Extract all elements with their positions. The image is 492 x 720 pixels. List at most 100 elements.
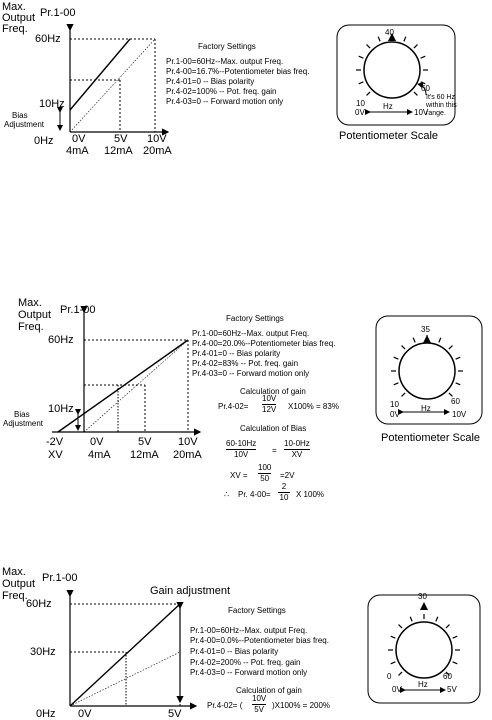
knob-tick [455, 356, 461, 360]
setting-line: Pr.4-03=0 -- Forward motion only [192, 369, 310, 378]
gain-suffix: X100% = 83% [288, 402, 339, 411]
pr400-prefix: Pr. 4-00= [238, 490, 271, 499]
factory-settings-title: Factory Settings [226, 314, 284, 323]
knob-tick [390, 661, 396, 665]
knob-top-label: 35 [421, 325, 430, 334]
gain-den: 12V [262, 405, 277, 414]
gain-adjustment-label: Gain adjustment [150, 585, 231, 597]
knob-tick [452, 635, 458, 639]
y-title-line-2: Output [2, 12, 36, 24]
param-label: Pr.1-00 [42, 572, 78, 584]
knob-3 [367, 594, 481, 704]
knob-tick [403, 36, 407, 42]
knob-unit: Hz [383, 102, 393, 111]
x-tick-12ma: 12mA [104, 145, 133, 157]
calc-gain-title: Calculation of gain [240, 387, 306, 396]
knob-top-label: 30 [418, 592, 427, 601]
x-tick-0v: 0V [78, 708, 92, 720]
knob-vmax: 10V [452, 410, 467, 419]
knob-tick [401, 392, 406, 397]
knob-left-label: 10 [356, 99, 365, 108]
knob-2 [375, 315, 483, 425]
bias-label-1: Bias [12, 111, 28, 120]
x-tick-4ma: 4mA [88, 449, 111, 461]
setting-line: Pr.4-00=20.0%--Potentiometer bias freq. [192, 339, 336, 348]
knob-tick [445, 624, 450, 629]
setting-line: Pr.1-00=60Hz--Max. output Freq. [166, 57, 284, 66]
knob-tick [455, 382, 461, 386]
knob-tick [452, 661, 458, 665]
pr400-suffix: X 100% [296, 490, 325, 499]
gain-suffix: )X100% = 200% [272, 701, 331, 710]
knob-vmax: 10V [414, 108, 429, 117]
knob-right-label: 60 [443, 672, 452, 681]
y-tick-10hz: 10Hz [39, 98, 65, 110]
x-tick-5v: 5V [114, 133, 128, 145]
y-tick-60hz: 60Hz [48, 334, 74, 346]
setting-line: Pr.4-00=0.0%--Potentiometer bias freq. [190, 636, 329, 645]
gain-fraction: 10V 12V [262, 395, 277, 414]
knob-tick [366, 44, 371, 49]
therefore-symbol: ∴ [224, 490, 230, 499]
factory-settings-title: Factory Settings [198, 42, 256, 51]
y-title-line-3: Freq. [18, 321, 44, 333]
bias-f1-den: 10V [234, 450, 249, 459]
graph-3 [66, 590, 198, 710]
knob-vmax: 5V [447, 685, 457, 694]
knob-tick [358, 55, 364, 59]
x-tick-20ma: 20mA [173, 449, 202, 461]
knob-tick [358, 81, 364, 85]
knob-tick [393, 356, 399, 360]
x-tick-10v: 10V [147, 133, 167, 145]
xv-suffix: =2V [280, 471, 295, 480]
knob-tick [413, 44, 418, 49]
note-line: It's 60 Hz [426, 94, 455, 101]
x-tick-20ma: 20mA [143, 145, 172, 157]
pr400-num: 2 [281, 482, 287, 491]
note-line: range. [426, 110, 446, 117]
x-tick-4ma: 4mA [66, 145, 89, 157]
knob-unit: Hz [418, 680, 428, 689]
graph-2 [52, 306, 202, 436]
y-title-line-2: Output [18, 309, 52, 321]
y-title-line-1: Max. [2, 566, 26, 578]
knob-tick [420, 55, 426, 59]
xv-num: 100 [258, 463, 272, 472]
knob-vmin: 0V [355, 108, 365, 117]
bias-f1-num: 60-10Hz [226, 439, 257, 448]
bias-fraction-2: 10-0Hz XV [284, 440, 310, 459]
knob-1 [336, 24, 456, 126]
knob-vmin: 0V [392, 685, 402, 694]
graph-1 [57, 24, 170, 136]
scale-label: Potentiometer Scale [339, 130, 439, 142]
knob-tick [377, 36, 381, 42]
setting-line: Pr.4-02=100% -- Pot. freq. gain [166, 87, 277, 96]
setting-line: Pr.4-00=16.7%--Potentiometer bias freq. [166, 67, 310, 76]
x-tick-10v: 10V [178, 436, 198, 448]
knob-tick [435, 616, 439, 622]
setting-line: Pr.4-01=0 -- Bias polarity [166, 77, 255, 86]
setting-line: Pr.4-01=0 -- Bias polarity [192, 349, 281, 358]
knob-tick [398, 624, 403, 629]
setting-line: Pr.4-01=0 -- Bias polarity [190, 647, 279, 656]
bias-f2-den: XV [291, 450, 303, 459]
y-tick-0hz: 0Hz [34, 135, 54, 147]
gain-num: 10V [252, 694, 267, 703]
gain-den: 5V [254, 705, 265, 714]
knob-tick [398, 671, 403, 676]
x-tick-0v: 0V [72, 133, 86, 145]
param-label: Pr.1-00 [60, 304, 96, 316]
pr400-fraction: 2 10 [278, 483, 290, 502]
y-tick-60hz: 60Hz [26, 598, 52, 610]
gain-prefix: Pr.4-02= [218, 402, 249, 411]
bias-label-2: Adjustment [3, 419, 44, 428]
bias-equals: = [272, 446, 277, 455]
knob-tick [366, 91, 371, 96]
knob-tick [438, 337, 442, 343]
note-line: within this [426, 102, 457, 109]
setting-line: Pr.4-02=200% -- Pot. freq. gain [190, 658, 301, 667]
x-tick-5v: 5V [138, 436, 152, 448]
gain-fraction: 10V 5V [252, 694, 267, 714]
bias-label-2: Adjustment [4, 120, 45, 129]
